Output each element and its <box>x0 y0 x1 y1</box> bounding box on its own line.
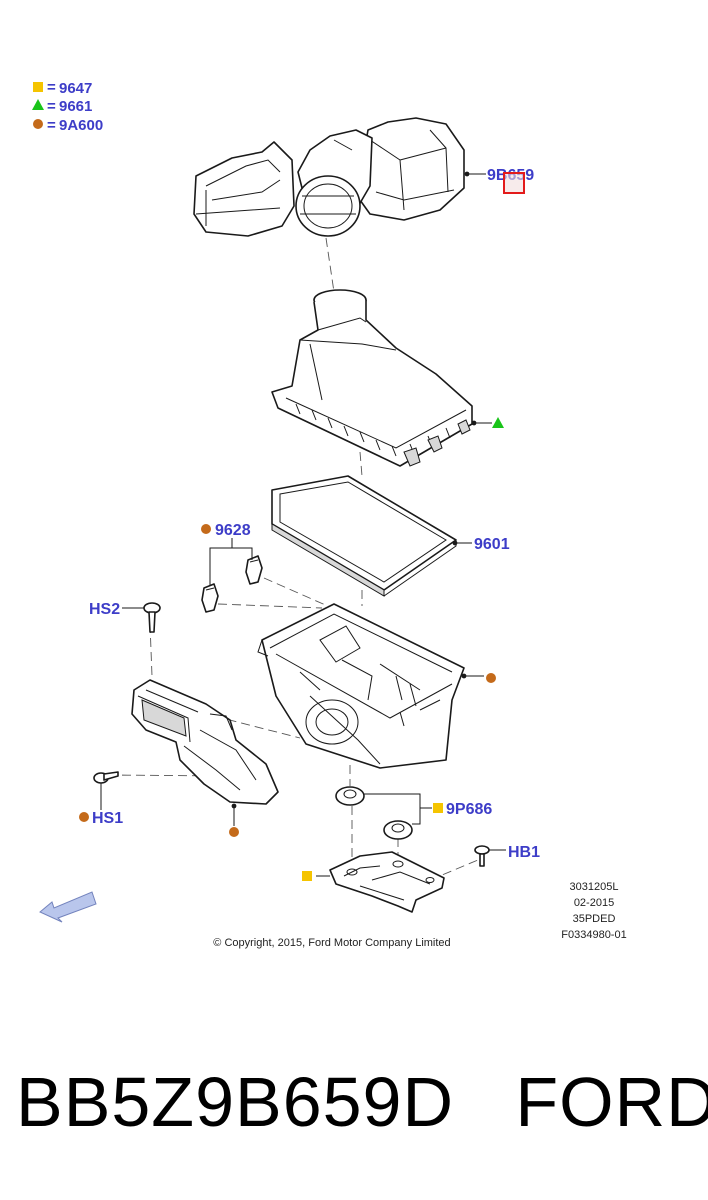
doc-code-4: F0334980-01 <box>561 929 626 941</box>
legend-code-9647: 9647 <box>59 80 92 97</box>
air-cleaner-cover-part <box>193 117 470 237</box>
svg-text:=: = <box>47 98 56 115</box>
legend-square-icon <box>33 82 43 92</box>
circle-marker-icon <box>201 524 211 534</box>
legend-eq: = <box>47 79 56 96</box>
legend-code-9A600: 9A600 <box>59 117 103 134</box>
bolt-hb1-part <box>474 845 490 867</box>
label-HB1: HB1 <box>508 844 540 861</box>
front-direction-arrow-icon <box>39 891 97 923</box>
svg-text:=: = <box>47 117 56 134</box>
doc-code-2: 02-2015 <box>574 897 614 909</box>
inlet-duct-part <box>131 679 279 809</box>
square-marker-icon <box>433 803 443 813</box>
label-HS1: HS1 <box>92 810 123 827</box>
screw-hs1-part <box>93 771 119 784</box>
part-number: BB5Z9B659D <box>16 1063 455 1141</box>
air-filter-part <box>271 475 458 597</box>
highlight-marker <box>503 172 525 194</box>
air-cleaner-upper-housing-part <box>271 289 477 467</box>
brand-name: FORD <box>515 1063 708 1141</box>
mounting-bracket-part <box>329 851 445 913</box>
copyright: © Copyright, 2015, Ford Motor Company Li… <box>213 937 450 949</box>
legend: = 9647 = 9661 = 9A600 <box>32 79 103 134</box>
screw-hs2-part <box>143 602 161 633</box>
legend-circle-icon <box>33 119 43 129</box>
doc-code-3: 35PDED <box>573 913 616 925</box>
square-marker-icon <box>302 871 312 881</box>
triangle-marker-icon <box>492 417 504 428</box>
circle-marker-icon <box>486 673 496 683</box>
label-9P686: 9P686 <box>446 801 492 818</box>
doc-code-1: 3031205L <box>570 881 619 893</box>
footer-spacer <box>454 1063 515 1141</box>
label-9628: 9628 <box>215 522 251 539</box>
label-9601: 9601 <box>474 536 510 553</box>
clip-parts <box>201 555 263 613</box>
circle-marker-icon <box>229 827 239 837</box>
legend-triangle-icon <box>32 99 44 110</box>
circle-marker-icon <box>79 812 89 822</box>
label-HS2: HS2 <box>89 601 120 618</box>
part-number-footer: BB5Z9B659D FORD <box>16 1062 708 1142</box>
grommet-parts <box>335 786 413 840</box>
legend-code-9661: 9661 <box>59 98 92 115</box>
air-cleaner-lower-housing-part <box>257 603 467 769</box>
